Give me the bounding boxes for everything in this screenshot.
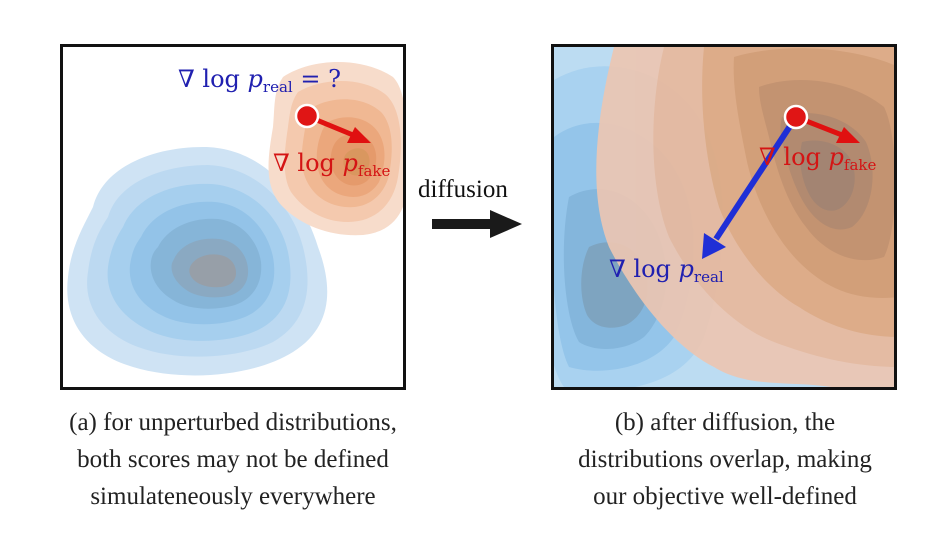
real-contour-7 — [189, 254, 236, 288]
caption-a-line-3: simulateneously everywhere — [90, 483, 376, 510]
fake-diff-contour-7 — [800, 140, 855, 211]
caption-unperturbed: (a) for unperturbed distributions, both … — [13, 404, 453, 515]
panel-diffused: ∇ log pfake ∇ log preal — [551, 44, 897, 390]
caption-diffused: (b) after diffusion, the distributions o… — [505, 404, 935, 515]
caption-b-line-3: our objective well-defined — [593, 483, 857, 510]
sample-point — [294, 103, 320, 129]
fake-distribution-contours-diffused — [596, 47, 894, 387]
fake-score-label-b: ∇ log pfake — [759, 143, 877, 174]
diffusion-label: diffusion — [418, 176, 508, 203]
fake-contour-6 — [343, 148, 370, 176]
caption-b-line-1: (b) after diffusion, the — [614, 409, 836, 436]
real-score-label-b: ∇ log preal — [609, 255, 724, 286]
caption-b-line-2: distributions overlap, making — [578, 446, 872, 473]
caption-a-line-2: both scores may not be defined — [77, 446, 389, 473]
real-score-undefined-label: ∇ log preal = ? — [178, 65, 341, 96]
panel-unperturbed: ∇ log preal = ? ∇ log pfake — [60, 44, 406, 390]
fake-score-label-a: ∇ log pfake — [273, 149, 391, 180]
sample-point-b — [783, 104, 809, 130]
unperturbed-distributions-plot — [67, 62, 403, 376]
real-distribution-contours — [67, 147, 328, 376]
diffused-distributions-plot — [554, 47, 894, 387]
diffusion-arrow-icon — [432, 210, 522, 238]
real-score-arrow — [702, 115, 799, 259]
caption-a-line-1: (a) for unperturbed distributions, — [69, 409, 397, 436]
